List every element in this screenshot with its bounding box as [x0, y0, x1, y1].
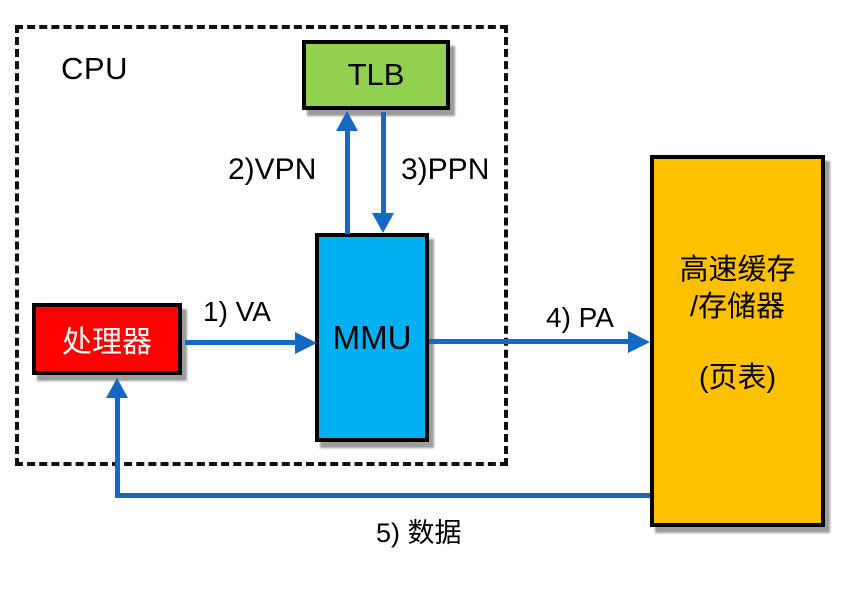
vpn-arrow-shaft — [345, 129, 350, 234]
pa-arrow-shaft — [429, 339, 630, 344]
vpn-edge-label: 2)VPN — [228, 153, 317, 186]
pa-edge-label: 4) PA — [546, 302, 614, 333]
processor-label: 处理器 — [62, 326, 152, 359]
memory-label-line3: (页表) — [698, 361, 777, 394]
tlb-node: TLB — [302, 40, 450, 110]
va-arrowhead-icon — [295, 331, 317, 354]
ppn-edge-label: 3)PPN — [401, 153, 490, 186]
data-arrow-shaft-vertical — [115, 396, 120, 497]
mmu-label: MMU — [332, 318, 412, 356]
memory-label-line1: 高速缓存 — [679, 253, 796, 286]
va-arrow-shaft — [185, 340, 297, 345]
cpu-label: CPU — [61, 51, 128, 86]
va-edge-label: 1) VA — [203, 296, 271, 327]
data-arrow-shaft-horizontal — [115, 493, 650, 498]
ppn-arrowhead-icon — [372, 213, 394, 233]
processor-node: 处理器 — [32, 303, 182, 375]
tlb-label: TLB — [347, 57, 405, 92]
data-edge-label: 5) 数据 — [376, 518, 462, 548]
memory-label-line2: /存储器 — [689, 290, 786, 323]
cpu-boundary-box — [15, 25, 508, 466]
memory-node: 高速缓存 /存储器 (页表) — [650, 155, 825, 527]
pa-arrowhead-icon — [628, 330, 650, 353]
data-arrowhead-icon — [106, 378, 128, 398]
ppn-arrow-shaft — [381, 112, 386, 215]
mmu-node: MMU — [315, 233, 429, 442]
vpn-arrowhead-icon — [336, 111, 358, 131]
